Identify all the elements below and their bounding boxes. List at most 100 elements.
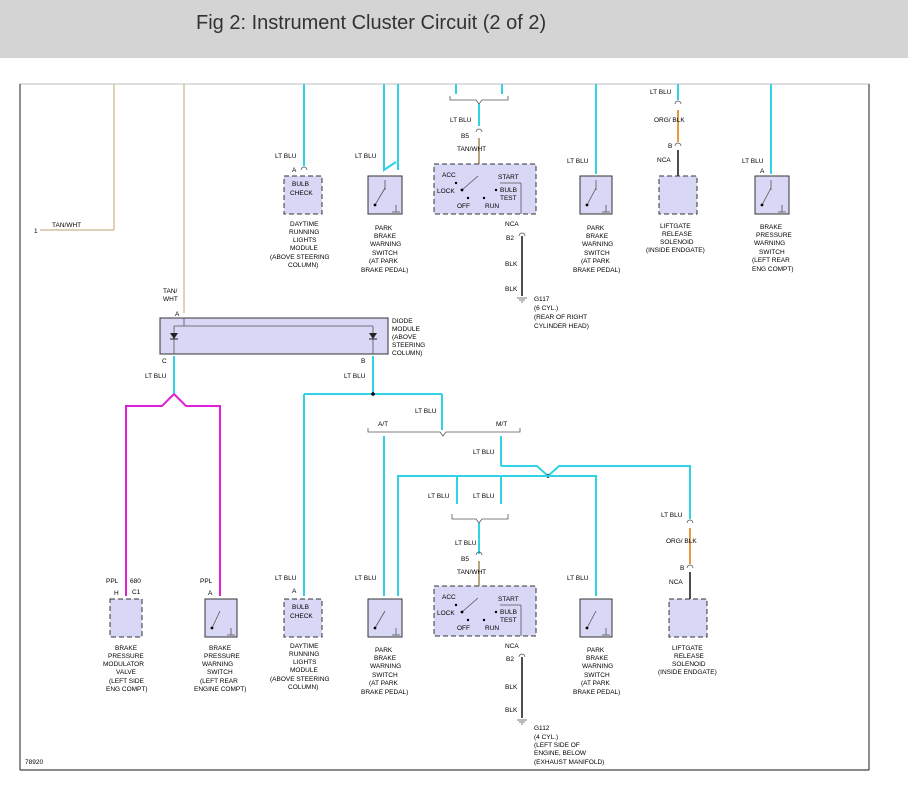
svg-text:SWITCH: SWITCH [584, 672, 610, 679]
svg-text:G117: G117 [534, 296, 550, 303]
bottom-park-brake-switch-2: LT BLU PARK BRAKE WARNING SWITCH (AT PAR… [567, 575, 620, 696]
svg-text:BRAKE: BRAKE [374, 655, 397, 662]
svg-text:LT BLU: LT BLU [567, 158, 589, 165]
svg-text:BRAKE: BRAKE [586, 233, 609, 240]
svg-text:(INSIDE ENDGATE): (INSIDE ENDGATE) [646, 247, 705, 254]
svg-text:A: A [292, 588, 297, 595]
top-park-brake-switch-1: PARK BRAKE WARNING SWITCH (AT PARK BRAKE… [361, 175, 408, 274]
bottom-brake-pressure-switch: PPL A BRAKE PRESSURE WARNING SWITCH (LEF… [194, 578, 246, 693]
svg-text:LT BLU: LT BLU [145, 373, 167, 380]
svg-text:WHT: WHT [163, 296, 178, 303]
svg-text:LT BLU: LT BLU [428, 493, 450, 500]
svg-text:RELEASE: RELEASE [662, 231, 693, 238]
svg-text:MODULE: MODULE [290, 245, 318, 252]
svg-text:SOLENOID: SOLENOID [672, 661, 706, 668]
svg-text:COLUMN): COLUMN) [392, 350, 422, 357]
svg-text:START: START [498, 174, 519, 181]
svg-text:RUN: RUN [485, 203, 499, 210]
bottom-brake-pressure-modulator: PPL 680 H C1 BRAKE PRESSURE MODULATOR VA… [103, 578, 148, 693]
svg-text:M/T: M/T [496, 421, 507, 428]
svg-text:LT BLU: LT BLU [344, 373, 366, 380]
svg-text:PRESSURE: PRESSURE [204, 653, 240, 660]
svg-text:SWITCH: SWITCH [372, 250, 398, 257]
svg-text:A: A [760, 168, 765, 175]
svg-text:DAYTIME: DAYTIME [290, 643, 319, 650]
svg-text:(LEFT SIDE: (LEFT SIDE [109, 678, 145, 685]
svg-text:C1: C1 [132, 589, 141, 596]
svg-text:(AT PARK: (AT PARK [369, 680, 399, 687]
svg-text:BULB: BULB [500, 187, 517, 194]
svg-text:TAN/WHT: TAN/WHT [457, 569, 486, 576]
svg-text:MODULE: MODULE [290, 667, 318, 674]
figure-id: 78920 [25, 759, 43, 766]
svg-text:(LEFT SIDE OF: (LEFT SIDE OF [534, 742, 580, 749]
svg-text:1: 1 [34, 228, 38, 235]
svg-text:ENGINE COMPT): ENGINE COMPT) [194, 686, 246, 693]
svg-text:TEST: TEST [500, 617, 517, 624]
svg-text:BULB: BULB [292, 181, 309, 188]
svg-text:BRAKE: BRAKE [115, 645, 138, 652]
bottom-ground-label: G112 (4 CYL.) (LEFT SIDE OF ENGINE, BELO… [534, 725, 604, 766]
svg-text:A: A [175, 311, 180, 318]
svg-text:TAN/: TAN/ [163, 288, 178, 295]
svg-text:(6 CYL.): (6 CYL.) [534, 305, 558, 312]
svg-text:C: C [162, 358, 167, 365]
svg-text:SWITCH: SWITCH [759, 249, 785, 256]
svg-text:SOLENOID: SOLENOID [660, 239, 694, 246]
svg-text:DIODE: DIODE [392, 318, 413, 325]
svg-text:(ABOVE: (ABOVE [392, 334, 417, 341]
svg-text:B5: B5 [461, 556, 469, 563]
svg-text:CYLINDER HEAD): CYLINDER HEAD) [534, 323, 589, 330]
svg-text:BLK: BLK [505, 684, 518, 691]
bottom-liftgate-solenoid: LT BLU ORG/ BLK B NCA LIFTGATE RELEASE S… [658, 512, 717, 676]
svg-text:WARNING: WARNING [582, 241, 613, 248]
svg-text:ACC: ACC [442, 172, 456, 179]
svg-text:BLK: BLK [505, 261, 518, 268]
svg-text:VALVE: VALVE [116, 669, 137, 676]
svg-text:LT BLU: LT BLU [355, 575, 377, 582]
svg-text:ORG/ BLK: ORG/ BLK [654, 117, 685, 124]
svg-text:SWITCH: SWITCH [584, 250, 610, 257]
svg-text:(ABOVE STEERING: (ABOVE STEERING [270, 676, 330, 683]
svg-text:(AT PARK: (AT PARK [581, 258, 611, 265]
svg-text:PARK: PARK [375, 225, 393, 232]
svg-text:LT BLU: LT BLU [415, 408, 437, 415]
svg-text:680: 680 [130, 578, 141, 585]
svg-text:LT BLU: LT BLU [742, 158, 764, 165]
svg-text:TEST: TEST [500, 195, 517, 202]
svg-text:G112: G112 [534, 725, 550, 732]
svg-text:TAN/WHT: TAN/WHT [457, 146, 486, 153]
svg-text:BRAKE: BRAKE [209, 645, 232, 652]
svg-text:LOCK: LOCK [437, 610, 455, 617]
svg-text:H: H [114, 590, 119, 597]
svg-text:BRAKE: BRAKE [760, 224, 783, 231]
svg-text:LOCK: LOCK [437, 188, 455, 195]
svg-text:MODULATOR: MODULATOR [103, 661, 144, 668]
svg-text:LT BLU: LT BLU [355, 153, 377, 160]
svg-text:PPL: PPL [106, 578, 119, 585]
svg-text:ENGINE, BELOW: ENGINE, BELOW [534, 750, 587, 757]
svg-text:START: START [498, 596, 519, 603]
svg-text:LT BLU: LT BLU [473, 493, 495, 500]
ppl-wire-modulator [125, 393, 175, 596]
svg-text:CHECK: CHECK [290, 190, 313, 197]
svg-text:LIGHTS: LIGHTS [293, 659, 317, 666]
svg-text:(ABOVE STEERING: (ABOVE STEERING [270, 254, 330, 261]
header-bar: Fig 2: Instrument Cluster Circuit (2 of … [0, 0, 908, 58]
svg-text:BRAKE PEDAL): BRAKE PEDAL) [573, 267, 620, 274]
left-stub-wire: 1 TAN/WHT [34, 222, 114, 235]
svg-text:PRESSURE: PRESSURE [756, 232, 792, 239]
svg-text:(REAR OF RIGHT: (REAR OF RIGHT [534, 314, 587, 321]
svg-text:COLUMN): COLUMN) [288, 684, 318, 691]
svg-text:LT BLU: LT BLU [567, 575, 589, 582]
svg-text:LT BLU: LT BLU [275, 575, 297, 582]
top-liftgate-solenoid: ORG/ BLK B NCA LIFTGATE RELEASE SOLENOID… [646, 100, 705, 254]
svg-text:MODULE: MODULE [392, 326, 420, 333]
svg-text:RUNNING: RUNNING [289, 229, 319, 236]
svg-text:CHECK: CHECK [290, 613, 313, 620]
svg-text:B2: B2 [506, 656, 514, 663]
svg-text:BULB: BULB [292, 604, 309, 611]
diode-module: A C B DIODE MODULE (ABOVE STEERING COLUM… [159, 311, 425, 365]
svg-text:NCA: NCA [505, 643, 519, 650]
